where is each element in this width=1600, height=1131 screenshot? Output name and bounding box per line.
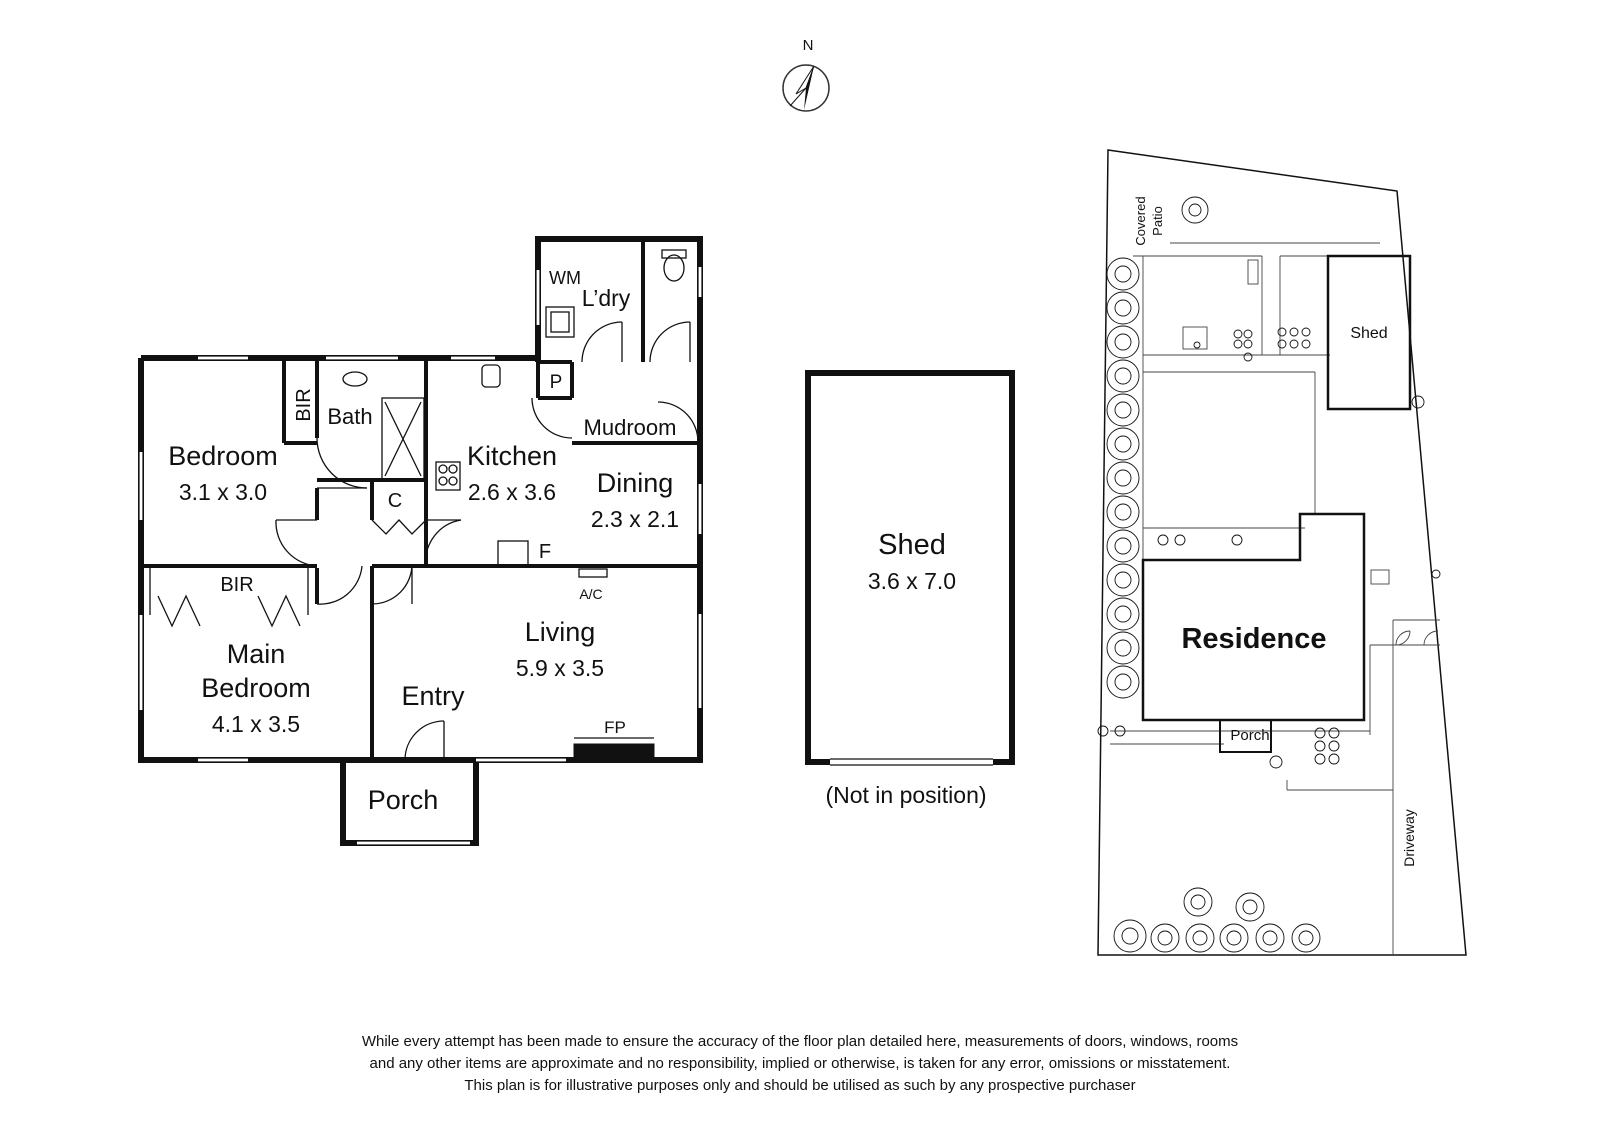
room-name-bedroom: Bedroom bbox=[168, 441, 278, 471]
room-name-main-bedroom-line2: Bedroom bbox=[201, 673, 311, 703]
garden-tree-icons bbox=[1113, 196, 1321, 953]
site-shed bbox=[1326, 254, 1412, 411]
hedge-tree-icons bbox=[1106, 257, 1140, 699]
interior-walls bbox=[141, 239, 700, 760]
room-size-dining: 2.3 x 2.1 bbox=[591, 506, 679, 532]
site-labels: Covered Patio Shed Residence Porch Drive… bbox=[1133, 196, 1417, 866]
room-size-kitchen: 2.6 x 3.6 bbox=[468, 479, 556, 505]
window-frames bbox=[138, 267, 703, 846]
disclaimer: While every attempt has been made to ens… bbox=[0, 1031, 1600, 1097]
fixtures bbox=[342, 249, 687, 578]
floor-plan bbox=[138, 236, 703, 846]
site-residence bbox=[1141, 512, 1366, 722]
north-arrow-icon bbox=[782, 64, 830, 112]
site-porch bbox=[1219, 719, 1272, 753]
room-name-bir-small: BIR bbox=[293, 388, 315, 421]
room-name-porch: Porch bbox=[368, 785, 439, 815]
shrub-icons bbox=[1097, 327, 1441, 769]
label-pantry: P bbox=[550, 372, 563, 393]
room-name-laundry: L’dry bbox=[582, 285, 631, 311]
label-ac: A/C bbox=[579, 586, 602, 602]
room-name-dining: Dining bbox=[597, 468, 674, 498]
site-plan bbox=[1097, 149, 1467, 956]
site-paths bbox=[1110, 242, 1440, 955]
label-fireplace: FP bbox=[604, 718, 626, 737]
disclaimer-line-3: This plan is for illustrative purposes o… bbox=[464, 1077, 1136, 1094]
room-labels: Bedroom 3.1 x 3.0 BIR Bath Kitchen 2.6 x… bbox=[168, 268, 679, 815]
site-residence-label: Residence bbox=[1181, 623, 1326, 655]
site-covered-patio-line2: Patio bbox=[1150, 206, 1165, 236]
site-porch-label: Porch bbox=[1230, 727, 1269, 744]
compass-label: N bbox=[803, 37, 814, 54]
window-gaps bbox=[139, 267, 702, 845]
room-name-bir-main: BIR bbox=[220, 574, 253, 596]
disclaimer-line-1: While every attempt has been made to ens… bbox=[361, 1033, 1239, 1050]
label-fridge: F bbox=[539, 541, 551, 563]
room-name-mudroom: Mudroom bbox=[584, 415, 677, 440]
shed-plan: Shed 3.6 x 7.0 (Not in position) bbox=[805, 370, 1015, 808]
room-size-bedroom: 3.1 x 3.0 bbox=[179, 479, 267, 505]
room-size-living: 5.9 x 3.5 bbox=[516, 655, 604, 681]
shed-name: Shed bbox=[878, 529, 946, 561]
shed-size: 3.6 x 7.0 bbox=[868, 568, 956, 594]
shed-note: (Not in position) bbox=[825, 782, 986, 808]
fireplace-hearth bbox=[573, 743, 655, 759]
site-boundary bbox=[1097, 149, 1467, 956]
room-name-main-bedroom-line1: Main bbox=[227, 639, 286, 669]
room-name-kitchen: Kitchen bbox=[467, 441, 557, 471]
site-driveway-label: Driveway bbox=[1401, 809, 1417, 867]
disclaimer-line-2: and any other items are approximate and … bbox=[369, 1055, 1231, 1072]
site-shed-label: Shed bbox=[1350, 325, 1387, 342]
room-name-entry: Entry bbox=[401, 681, 465, 711]
label-wm: WM bbox=[549, 268, 581, 288]
label-cupboard: C bbox=[388, 490, 402, 512]
door-swings bbox=[275, 321, 699, 761]
site-covered-patio-line1: Covered bbox=[1133, 196, 1148, 245]
room-name-living: Living bbox=[525, 617, 596, 647]
room-size-main-bedroom: 4.1 x 3.5 bbox=[212, 711, 300, 737]
robe-doors bbox=[149, 566, 309, 628]
room-name-bath: Bath bbox=[327, 404, 372, 429]
